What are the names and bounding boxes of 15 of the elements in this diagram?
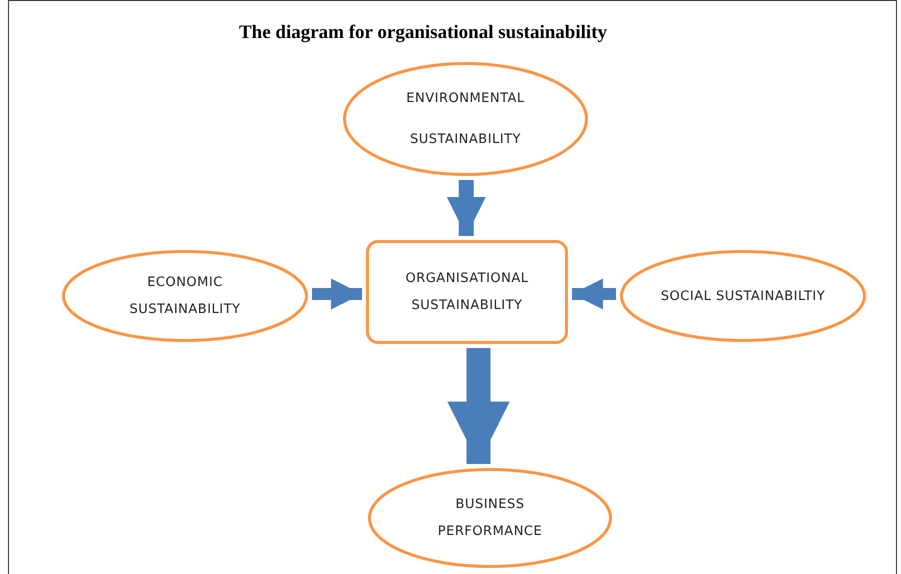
block-arrow: [572, 278, 616, 310]
ellipse-node: [620, 250, 866, 342]
ellipse-node: [343, 62, 588, 176]
node-label: ECONOMIC SUSTAINABILITY: [128, 274, 242, 319]
node-label: BUSINESS PERFORMANCE: [436, 496, 544, 541]
ellipse-node: [368, 468, 612, 568]
block-arrow: [446, 180, 486, 236]
ellipse-node: [62, 250, 308, 342]
process-box: [366, 240, 568, 344]
diagram-title: The diagram for organisational sustainability: [238, 22, 608, 44]
block-arrow: [447, 348, 510, 464]
block-arrow: [312, 278, 362, 310]
node-label: SOCIAL SUSTAINABILTIY: [660, 288, 826, 306]
node-label: ENVIRONMENTAL SUSTAINABILITY: [405, 90, 526, 149]
node-label: ORGANISATIONAL SUSTAINABILITY: [404, 270, 530, 315]
